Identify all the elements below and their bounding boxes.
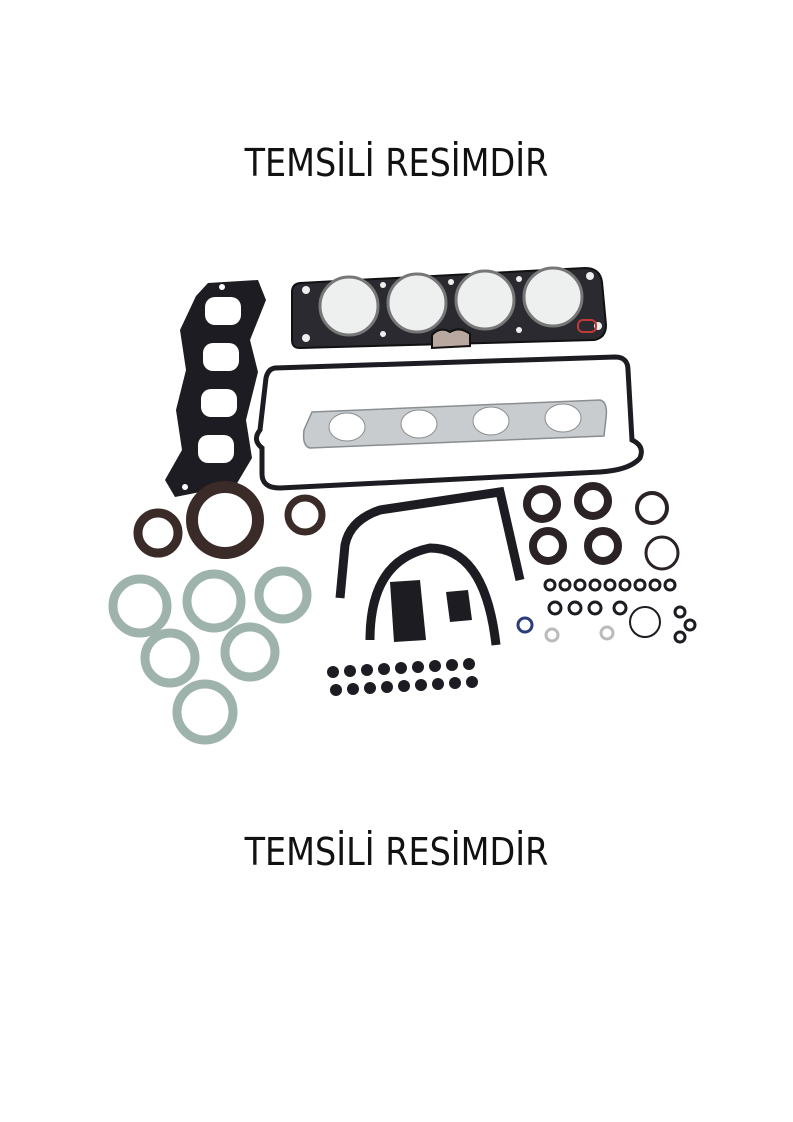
valve-cover-gasket <box>254 354 644 491</box>
intake-manifold-gasket <box>165 280 266 497</box>
caption-top: TEMSİLİ RESİMDİR <box>244 141 549 185</box>
small-orings <box>516 578 697 644</box>
small-black-gaskets <box>390 580 472 642</box>
crankshaft-seals <box>133 481 326 559</box>
valve-stem-seals <box>327 658 478 696</box>
gasket-kit-illustration <box>108 266 697 745</box>
exhaust-manifold-gasket <box>302 399 608 449</box>
exhaust-rings <box>108 566 312 745</box>
head-gasket <box>291 266 608 350</box>
gasket-kit-image <box>100 255 710 755</box>
oil-seals <box>523 482 680 571</box>
caption-bottom: TEMSİLİ RESİMDİR <box>244 830 549 874</box>
timing-cover-gaskets <box>335 486 525 646</box>
